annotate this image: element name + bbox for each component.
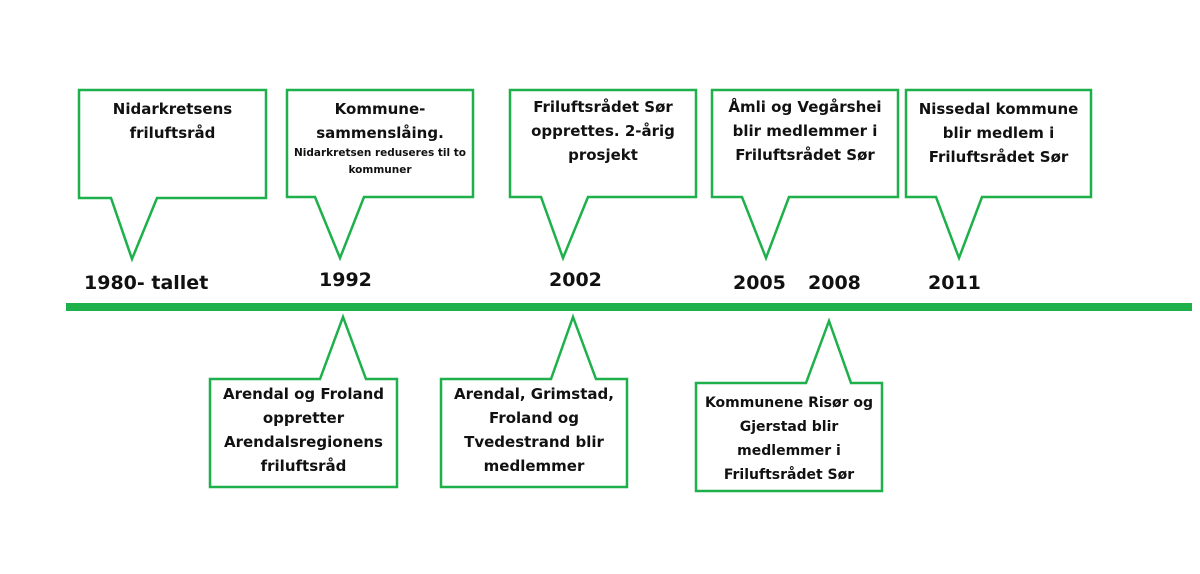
year-label-2002: 2002 bbox=[549, 269, 602, 291]
callout-2002: Friluftsrådet Sør opprettes. 2-årig pros… bbox=[510, 95, 696, 167]
callout-shape-2011 bbox=[904, 88, 1093, 262]
callout-line: Nissedal kommune bbox=[918, 100, 1079, 118]
callout-below-1992: Arendal og Froland oppretter Arendalsreg… bbox=[210, 382, 397, 478]
year-label-1992: 1992 bbox=[319, 269, 372, 291]
callout-line: friluftsråd bbox=[129, 124, 216, 142]
callout-line: blir medlemmer i bbox=[732, 122, 878, 140]
callout-shape-2005 bbox=[710, 88, 900, 262]
callout-subline: Nidarkretsen reduseres til to bbox=[294, 147, 466, 159]
callout-subline: kommuner bbox=[348, 164, 412, 176]
callout-shape-1980 bbox=[77, 88, 268, 263]
callout-line: oppretter bbox=[262, 409, 345, 427]
callout-line: Friluftsrådet Sør bbox=[533, 98, 673, 116]
year-label-2011: 2011 bbox=[928, 272, 981, 294]
callout-line: opprettes. 2-årig bbox=[531, 122, 675, 140]
callout-below-2002: Arendal, Grimstad, Froland og Tvedestran… bbox=[441, 382, 627, 478]
callout-1980s: Nidarkretsens friluftsråd bbox=[79, 97, 266, 145]
callout-below-2008: Kommunene Risør og Gjerstad blir medlemm… bbox=[696, 391, 882, 487]
callout-line: Tvedestrand blir bbox=[464, 433, 604, 451]
callout-line: Froland og bbox=[489, 409, 579, 427]
callout-shape-2002 bbox=[508, 88, 698, 262]
callout-line: prosjekt bbox=[568, 146, 638, 164]
callout-2005: Åmli og Vegårshei blir medlemmer i Frilu… bbox=[712, 95, 898, 167]
callout-line: Arendalsregionens bbox=[223, 433, 383, 451]
callout-line: Gjerstad blir bbox=[739, 419, 839, 435]
callout-shape-2002-below bbox=[439, 313, 629, 489]
callout-line: Friluftsrådet Sør bbox=[928, 148, 1069, 166]
year-label-1980s: 1980- tallet bbox=[84, 272, 209, 294]
callout-line: friluftsråd bbox=[260, 457, 347, 475]
year-label-2008: 2008 bbox=[808, 272, 861, 294]
callout-1992: Kommune- sammenslåing. Nidarkretsen redu… bbox=[287, 97, 473, 179]
callout-line: medlemmer bbox=[483, 457, 585, 475]
callout-line: Kommune- bbox=[334, 100, 426, 118]
callout-line: Nidarkretsens bbox=[112, 100, 233, 118]
callout-shape-2008-below bbox=[694, 317, 884, 493]
year-label-2005: 2005 bbox=[733, 272, 786, 294]
callout-line: Kommunene Risør og bbox=[704, 395, 874, 411]
callout-2011: Nissedal kommune blir medlem i Friluftsr… bbox=[906, 97, 1091, 169]
timeline-axis bbox=[66, 303, 1192, 311]
callout-shape-1992-below bbox=[208, 313, 399, 489]
callout-shape-1992 bbox=[285, 88, 475, 262]
callout-line: sammenslåing. bbox=[316, 124, 444, 142]
callout-line: medlemmer i bbox=[737, 443, 841, 459]
callout-line: Arendal og Froland bbox=[222, 385, 384, 403]
callout-line: Arendal, Grimstad, bbox=[454, 385, 614, 403]
callout-line: Åmli og Vegårshei bbox=[728, 98, 882, 116]
callout-line: blir medlem i bbox=[942, 124, 1055, 142]
callout-line: Friluftsrådet Sør bbox=[723, 467, 855, 483]
callout-line: Friluftsrådet Sør bbox=[735, 146, 875, 164]
